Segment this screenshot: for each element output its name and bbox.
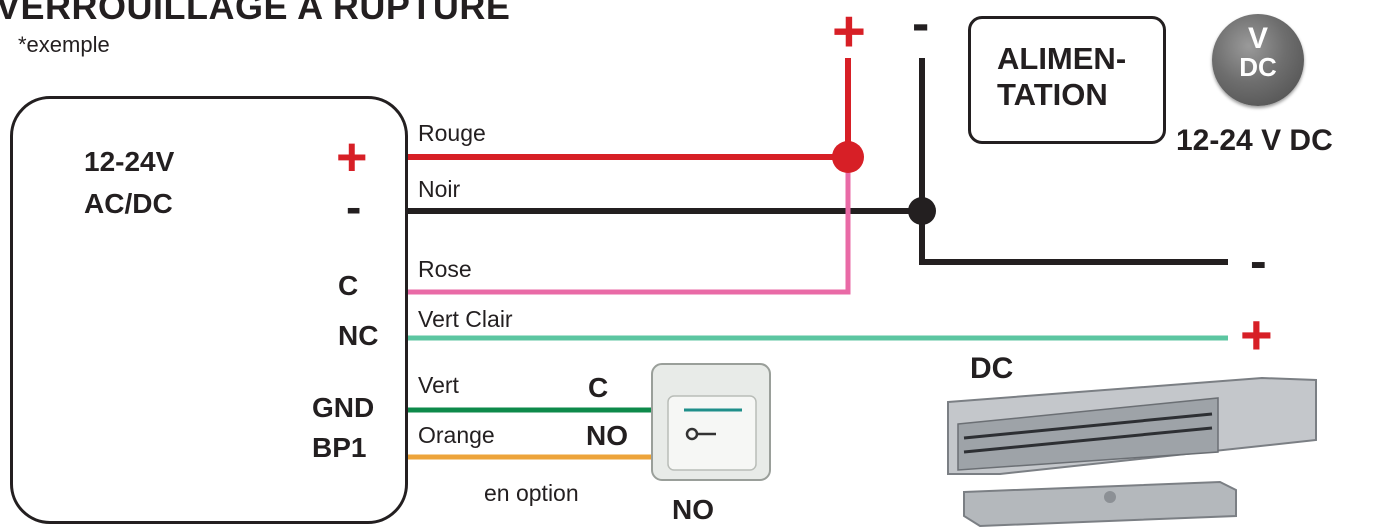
exit-button-no-terminal: NO xyxy=(586,420,628,451)
exit-button-c-terminal: C xyxy=(588,372,609,403)
device-plus-terminal: + xyxy=(336,127,368,187)
maglock-minus-sign: - xyxy=(1250,233,1267,289)
maglock-face xyxy=(957,397,1219,471)
keypad-controller-box xyxy=(10,96,408,524)
wire-label-noir: Noir xyxy=(418,176,461,202)
supply-minus-sign: - xyxy=(912,0,930,53)
device-minus-terminal: - xyxy=(346,181,362,233)
device-gnd-terminal: GND xyxy=(312,392,375,423)
junction-negative xyxy=(908,197,936,225)
optional-label: en option xyxy=(484,480,579,506)
vdc-badge-dc: DC xyxy=(1239,52,1277,82)
wire-label-orange: Orange xyxy=(418,422,495,448)
vdc-badge-v: V xyxy=(1247,22,1268,55)
device-c-terminal: C xyxy=(338,270,359,301)
wire-label-vert-clair: Vert Clair xyxy=(418,306,513,332)
armature-screw xyxy=(1104,491,1116,503)
wire-rose xyxy=(408,157,851,295)
vdc-badge-icon: V DC xyxy=(1212,14,1304,106)
wire-label-rose: Rose xyxy=(418,256,472,282)
power-supply-box: ALIMEN- TATION xyxy=(968,16,1166,144)
junction-positive xyxy=(832,141,864,173)
supply-plus-sign: + xyxy=(832,0,866,64)
device-bp1-terminal: BP1 xyxy=(312,432,367,463)
maglock-coil-line1 xyxy=(963,412,1213,440)
maglock-coil-line2 xyxy=(963,426,1213,454)
wire-label-rouge: Rouge xyxy=(418,120,486,146)
maglock-plus-sign: + xyxy=(1240,303,1273,366)
device-voltage-line2: AC/DC xyxy=(84,188,173,219)
maglock-armature xyxy=(963,480,1237,528)
supply-voltage-label: 12-24 V DC xyxy=(1176,124,1333,157)
exit-button-no-label: NO xyxy=(672,494,714,525)
power-supply-line1: ALIMEN- xyxy=(997,41,1127,76)
wire-label-vert: Vert xyxy=(418,372,459,398)
example-note: *exemple xyxy=(18,32,110,57)
supply-negative-wire xyxy=(919,58,1228,265)
device-voltage-line1: 12-24V xyxy=(84,146,175,177)
power-supply-line2: TATION xyxy=(997,77,1108,112)
device-nc-terminal: NC xyxy=(338,320,379,351)
maglock-dc-label: DC xyxy=(970,352,1014,385)
diagram-title: VERROUILLAGE A RUPTURE xyxy=(0,0,511,27)
